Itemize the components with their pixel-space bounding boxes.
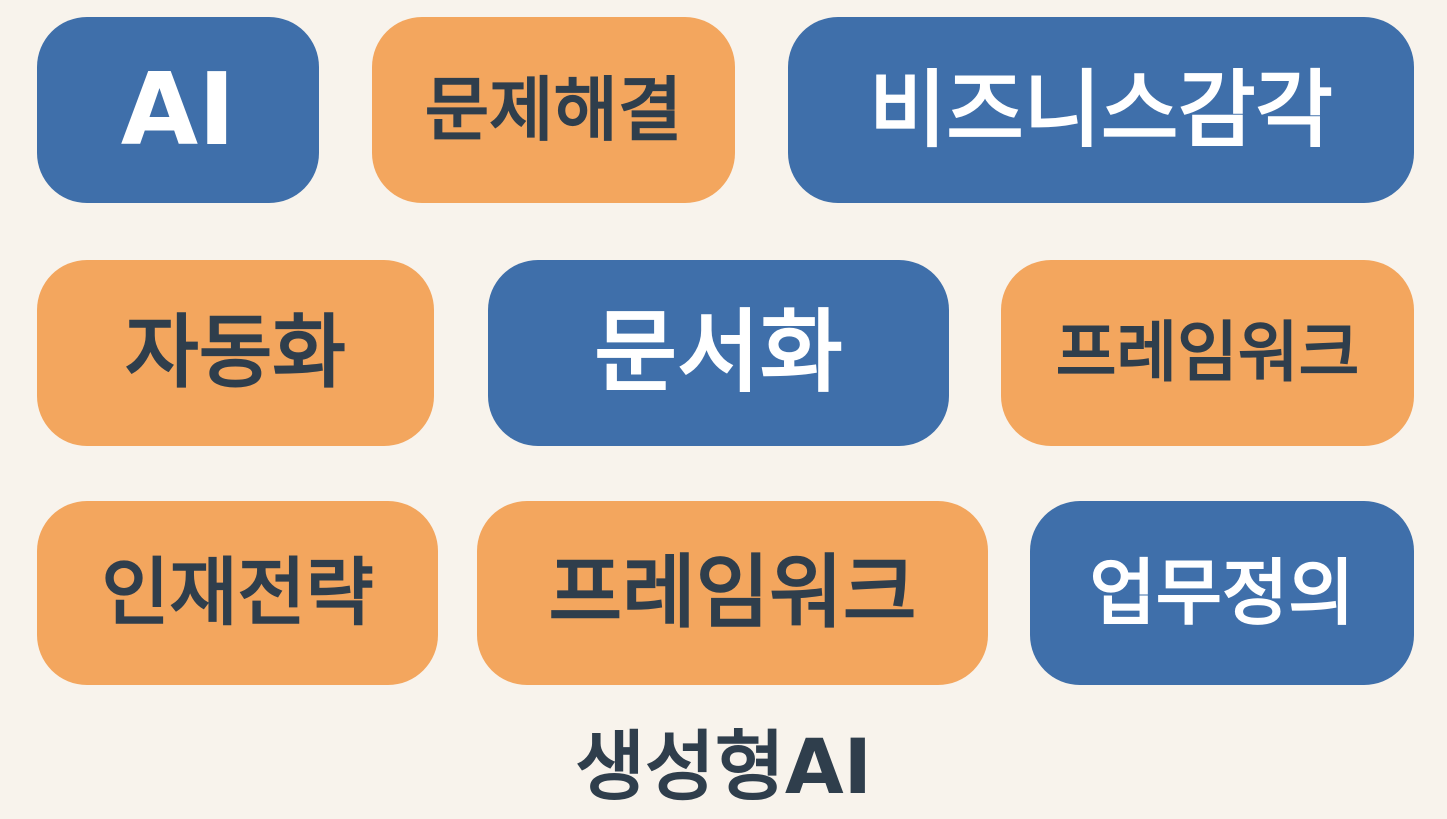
tag-label: 문서화 — [594, 300, 843, 405]
tag-label: 자동화 — [125, 306, 346, 399]
tag-label: 업무정의 — [1089, 551, 1355, 635]
tag-label: AI — [120, 51, 236, 168]
tag-label: 비즈니스감각 — [869, 61, 1333, 159]
tag-ai: AI — [37, 17, 319, 203]
tag-label: 문제해결 — [424, 69, 683, 151]
tag-label: 프레임워크 — [548, 546, 917, 639]
tag-documentation: 문서화 — [488, 260, 949, 446]
tag-problem-solving: 문제해결 — [372, 17, 735, 203]
tag-talent-strategy: 인재전략 — [37, 501, 438, 685]
footer-label: 생성형AI — [575, 722, 872, 811]
tag-framework-2: 프레임워크 — [477, 501, 988, 685]
tag-label: 인재전략 — [101, 550, 374, 636]
footer-title: 생성형AI — [0, 722, 1447, 812]
tag-label: 프레임워크 — [1055, 314, 1360, 391]
tag-business-sense: 비즈니스감각 — [788, 17, 1414, 203]
tag-work-definition: 업무정의 — [1030, 501, 1414, 685]
tag-framework: 프레임워크 — [1001, 260, 1414, 446]
tag-automation: 자동화 — [37, 260, 434, 446]
